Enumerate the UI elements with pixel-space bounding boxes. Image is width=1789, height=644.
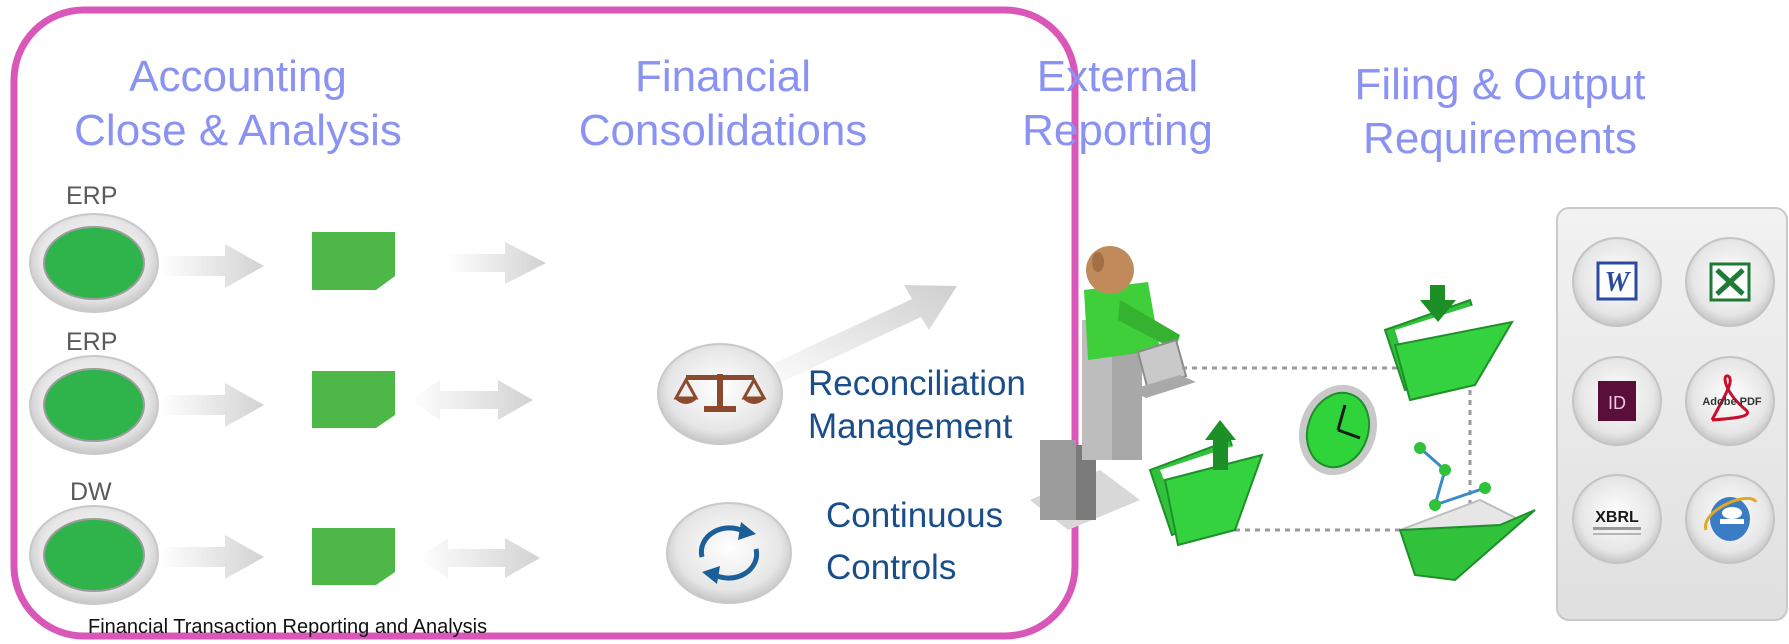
header-external-reporting: External Reporting	[1022, 52, 1213, 155]
header-filing-output: Filing & Output Requirements	[1354, 60, 1646, 163]
diagonal-arrow-icon	[755, 285, 957, 390]
footer-caption: Financial Transaction Reporting and Anal…	[88, 616, 488, 638]
source-label-dw: DW	[70, 478, 112, 506]
internet-explorer-icon	[1685, 474, 1775, 564]
flow-arrow-icon	[160, 244, 264, 288]
source-label-erp-2: ERP	[66, 328, 118, 356]
indesign-icon-text: ID	[1608, 393, 1626, 413]
word-icon-text: W	[1605, 267, 1632, 298]
process-frame	[10, 6, 1079, 640]
bidirectional-arrow-icon	[418, 538, 540, 578]
erp-source-2-icon	[29, 355, 159, 455]
flow-arrow-icon	[160, 535, 264, 579]
folder-upload-icon	[1148, 420, 1264, 547]
data-block-icon	[312, 371, 395, 428]
indesign-icon: ID	[1572, 356, 1662, 446]
bidirectional-arrow-icon	[410, 380, 533, 420]
source-label-erp-1: ERP	[66, 182, 118, 210]
network-folder-icon	[1397, 442, 1536, 582]
data-block-icon	[312, 528, 395, 585]
xbrl-icon-text: XBRL	[1595, 509, 1639, 526]
xbrl-icon: XBRL	[1572, 474, 1662, 564]
header-financial-consolidations: Financial Consolidations	[578, 52, 868, 155]
folder-download-icon	[1383, 285, 1514, 402]
header-accounting-close: Accounting Close & Analysis	[74, 52, 402, 155]
refresh-cycle-icon	[666, 502, 792, 604]
excel-icon	[1685, 237, 1775, 327]
continuous-controls-label: Continuous Controls	[826, 496, 1004, 587]
dw-source-icon	[29, 505, 159, 605]
adobe-pdf-icon-text: Adobe PDF	[1702, 396, 1762, 408]
process-connector	[1182, 366, 1472, 532]
clock-icon	[1298, 384, 1378, 476]
word-icon: W	[1572, 237, 1662, 327]
reconciliation-management-label: Reconciliation Management	[808, 364, 1026, 446]
scales-icon	[657, 343, 783, 445]
flow-arrow-icon	[160, 383, 264, 427]
adobe-pdf-icon: Adobe PDF	[1685, 356, 1775, 446]
data-block-icon	[312, 232, 395, 290]
analyst-person-icon	[1030, 246, 1196, 530]
erp-source-1-icon	[29, 213, 159, 313]
flow-arrow-icon	[447, 242, 546, 284]
